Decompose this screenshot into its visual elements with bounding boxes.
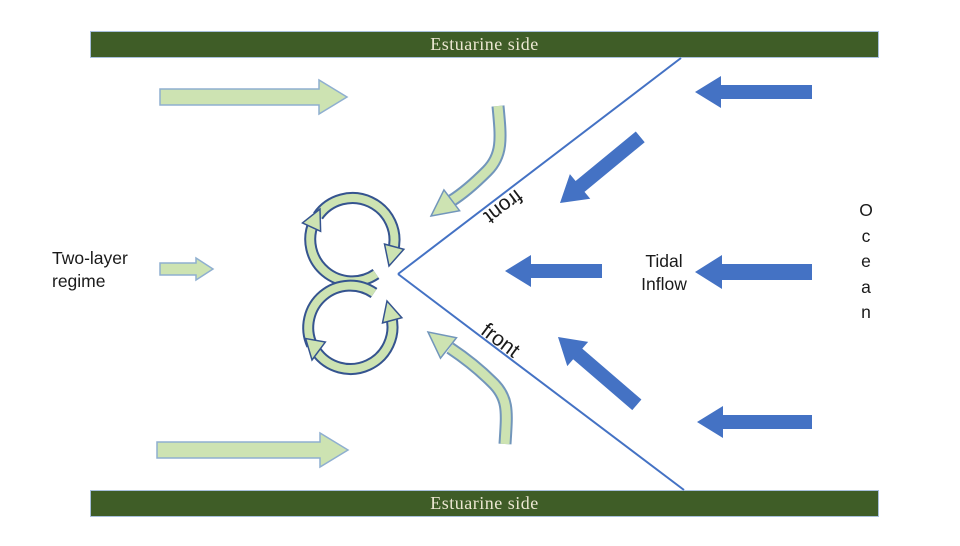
eddy-bottom-arc2-outline (302, 279, 378, 348)
front-deflection-arrow-bottom (426, 330, 513, 445)
eddy-top-arc2-fill (306, 220, 379, 286)
tidal-arrow-mid-right (695, 255, 812, 289)
tidal-inflow-label: Tidal Inflow (641, 251, 687, 294)
deflection-bottom-head (426, 330, 458, 360)
estuarine-side-bar-bottom: Estuarine side (90, 490, 879, 517)
tidal-arrow-bottom (697, 406, 812, 438)
tidal-arrow-mid-left (505, 255, 602, 287)
estuarine-side-label-top: Estuarine side (430, 34, 539, 54)
outflow-arrow-top (159, 78, 349, 116)
front-line-lower (397, 273, 685, 491)
deflection-top-fill (448, 105, 505, 205)
eddy-top-arc1-head (383, 243, 406, 268)
two-layer-regime-label: Two-layer regime (52, 248, 128, 291)
eddy-top-clockwise (301, 192, 406, 288)
estuarine-side-bar-top: Estuarine side (90, 31, 879, 58)
tidal-arrow-upper-diagonal (560, 131, 645, 203)
eddy-top-arc1-fill (314, 194, 399, 253)
deflection-top-head (429, 188, 461, 218)
eddy-bottom-arc1-fill (312, 314, 397, 373)
outflow-arrow-bottom (156, 431, 350, 469)
tidal-arrow-lower-diagonal (558, 337, 642, 411)
tidal-arrow-top (695, 76, 812, 108)
eddy-bottom-arc2-fill (304, 281, 377, 347)
two-layer-regime-arrow (159, 256, 215, 282)
eddy-bottom-counterclockwise (302, 279, 404, 375)
front-line-upper (397, 57, 682, 275)
eddy-top-arc2-head (301, 207, 322, 233)
deflection-bottom-fill (447, 344, 511, 445)
eddy-bottom-arc1-head (381, 299, 404, 324)
ocean-label-vertical: O c e a n (859, 200, 873, 322)
estuarine-side-label-bottom: Estuarine side (430, 493, 539, 513)
eddy-bottom-arc2-head (304, 337, 327, 362)
front-deflection-arrow-top (429, 105, 507, 218)
